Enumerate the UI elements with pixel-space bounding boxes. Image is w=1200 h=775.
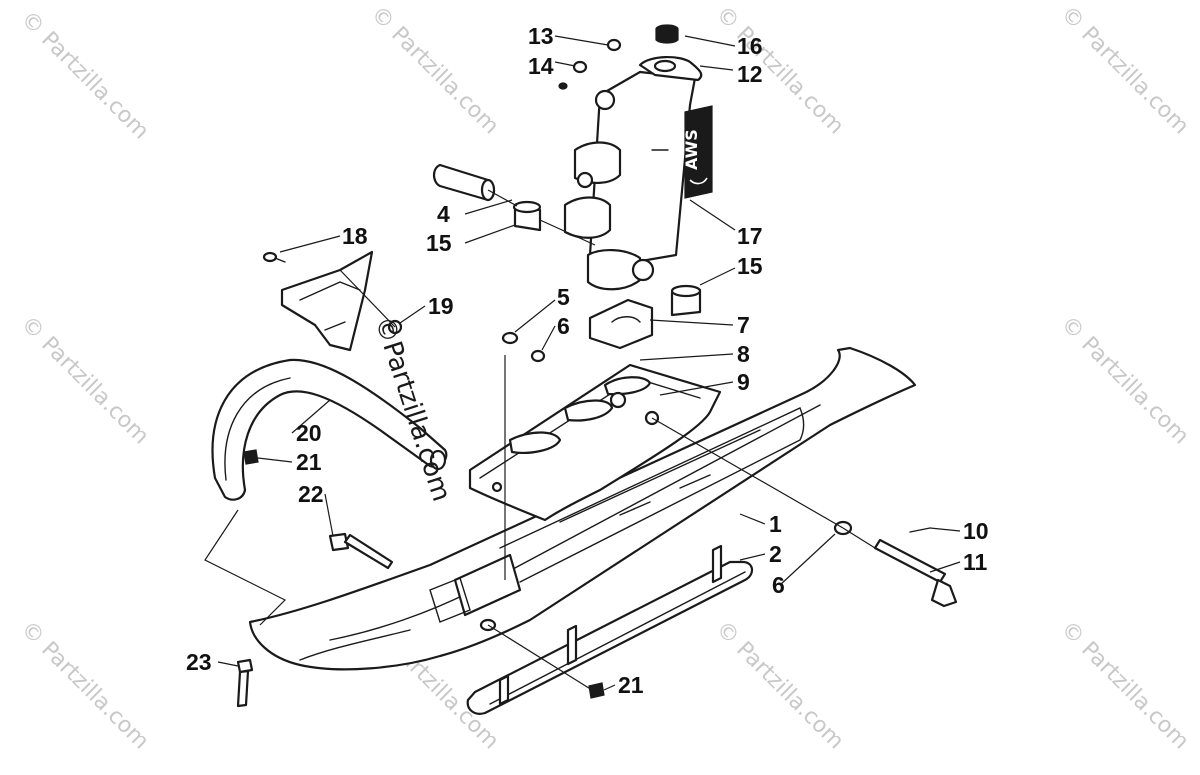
bracket-18 [280,250,374,352]
watermark-bottom-left: © Partzilla.com [16,617,154,755]
callout-13: 13 [528,23,554,49]
nut-21-lower [588,682,605,699]
watermark-mid-right: © Partzilla.com [1056,312,1194,450]
washer-13 [606,38,622,52]
watermark-top-right-b: © Partzilla.com [1056,2,1194,140]
callout-21-upper: 21 [296,449,322,475]
watermark-top-right-a: © Partzilla.com [711,2,849,140]
callout-18: 18 [342,223,368,249]
callout-23: 23 [186,649,212,675]
nut-21-upper [243,449,259,465]
spindle-hardware [558,38,622,90]
nut-14 [572,60,588,74]
callout-21-lower: 21 [618,672,644,698]
watermark-top-center: © Partzilla.com [366,2,504,140]
washer-6 [530,349,546,363]
small-nut [558,82,568,90]
callout-labels: 13 14 16 12 4 15 17 15 18 19 5 6 7 8 9 2… [186,23,989,698]
spindle [563,56,703,291]
callout-6-lower: 6 [772,572,785,598]
wear-bar [466,544,754,715]
callout-15-right: 15 [737,253,763,279]
callout-5: 5 [557,284,570,310]
bushing-15-left [512,200,542,232]
callout-11: 11 [963,549,988,575]
callout-6-upper: 6 [557,313,570,339]
callout-leaders [217,35,961,691]
aws-decal-text: AWS [682,129,701,170]
callout-17: 17 [737,223,763,249]
callout-10: 10 [963,518,989,544]
callout-12: 12 [737,61,763,87]
plug [655,24,679,44]
guide-lines [204,189,876,691]
callout-15-left: 15 [426,230,452,256]
callout-7: 7 [737,312,750,338]
bolt-11 [873,538,958,608]
screw-18 [262,251,286,263]
ski-saddle [468,363,722,522]
ski-body [248,346,917,671]
aws-decal: AWS [682,105,713,199]
callout-2: 2 [769,541,782,567]
ski-handle-20 [211,358,448,501]
callout-9: 9 [737,369,750,395]
watermark-bottom-right-a: © Partzilla.com [711,617,849,755]
callout-22: 22 [298,481,324,507]
callout-20: 20 [296,420,322,446]
callout-16: 16 [737,33,763,59]
bushing-15-right [670,284,702,317]
bushing-4 [432,163,496,202]
watermark-top-left: © Partzilla.com [16,7,154,145]
callout-1: 1 [769,511,782,537]
nut-5 [501,331,519,345]
bolt-22 [328,532,394,570]
callout-8: 8 [737,341,750,367]
watermark-mid-left: © Partzilla.com [16,312,154,450]
pin-10 [909,527,931,533]
saddle-block [588,298,654,350]
watermark-bottom-right-b: © Partzilla.com [1056,617,1194,755]
callout-14: 14 [528,53,554,79]
callout-4: 4 [437,201,450,227]
callout-19: 19 [428,293,454,319]
bolt-23 [236,658,254,708]
